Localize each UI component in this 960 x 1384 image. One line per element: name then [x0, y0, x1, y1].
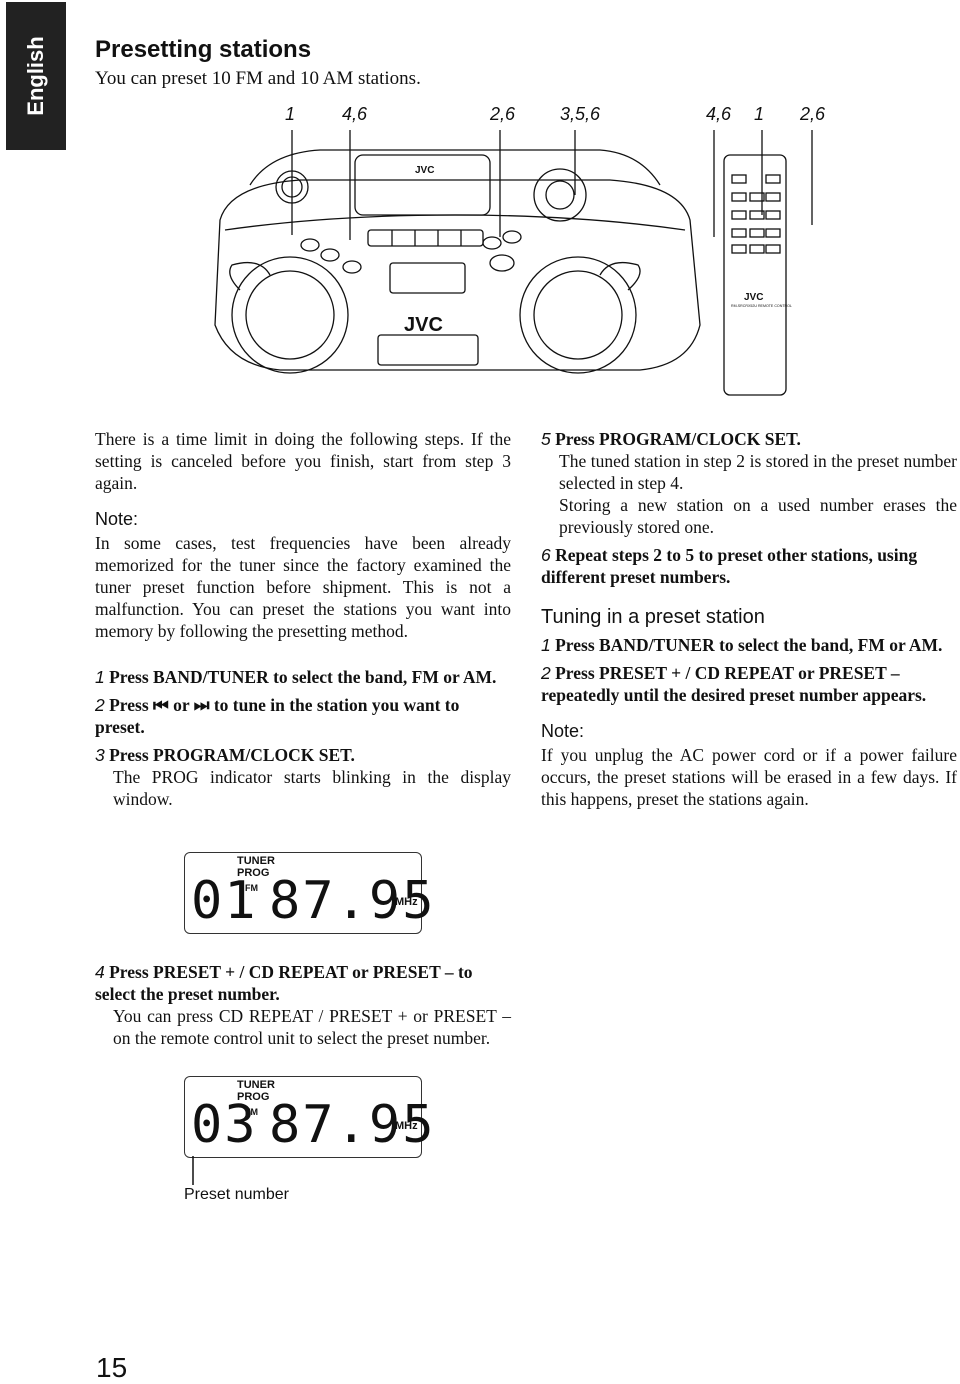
note-text: If you unplug the AC power cord or if a … — [541, 745, 957, 809]
frequency-readout: 87.95 — [269, 1095, 436, 1155]
next-icon: ⏭ — [193, 695, 210, 715]
step-detail: Storing a new station on a used number e… — [559, 495, 957, 537]
tuner-indicator: TUNER — [237, 1079, 275, 1091]
step-number: 5 — [541, 429, 551, 449]
right-column: 5 Press PROGRAM/CLOCK SET. The tuned sta… — [541, 428, 957, 810]
callout-label: 4,6 — [342, 104, 368, 124]
previous-icon: ⏮ — [153, 695, 169, 715]
step-text: Press — [109, 695, 154, 715]
tuner-indicator: TUNER — [237, 855, 275, 867]
left-column-lower: 4 Press PRESET + / CD REPEAT or PRESET –… — [95, 955, 511, 1049]
lcd-display-2: TUNER PROG FM 03 87.95 — [184, 1076, 434, 1158]
callout-label: 1 — [754, 104, 765, 124]
step-detail: The tuned station in step 2 is stored in… — [559, 451, 957, 493]
step-callouts: 1 4,6 2,6 3,5,6 4,6 1 2,6 — [0, 104, 960, 130]
band-indicator: FM — [245, 1107, 258, 1117]
step-6: 6 Repeat steps 2 to 5 to preset other st… — [541, 544, 957, 588]
preset-number-caption: Preset number — [184, 1186, 289, 1203]
step-number: 2 — [541, 663, 551, 683]
language-tab: English — [6, 2, 66, 150]
step-1: 1 Press BAND/TUNER to select the band, F… — [95, 666, 511, 688]
tune-step-2: 2 Press PRESET + / CD REPEAT or PRESET –… — [541, 662, 957, 706]
step-text: Press PROGRAM/CLOCK SET. — [109, 745, 355, 765]
step-number: 3 — [95, 745, 105, 765]
frequency-unit: MHz — [395, 896, 418, 908]
step-text: Press BAND/TUNER to select the band, FM … — [555, 635, 943, 655]
callout-label: 3,5,6 — [560, 104, 601, 124]
step-text: Press PRESET + / CD REPEAT or PRESET – t… — [95, 962, 473, 1004]
section-heading: Tuning in a preset station — [541, 606, 765, 628]
callout-label: 2,6 — [490, 104, 516, 124]
note-text: In some cases, test frequencies have bee… — [95, 533, 511, 641]
frequency-readout: 87.95 — [269, 871, 436, 931]
step-2: 2 Press ⏮ or ⏭ to tune in the station yo… — [95, 694, 511, 738]
frequency-unit: MHz — [395, 1120, 418, 1132]
prog-indicator: PROG — [237, 1091, 270, 1103]
preset-number-readout: 03 — [191, 1095, 258, 1155]
page-number: 15 — [96, 1352, 128, 1383]
lcd-display-1: TUNER PROG FM 01 87.95 — [184, 852, 434, 934]
step-number: 4 — [95, 962, 105, 982]
remote-brand: JVC — [744, 292, 763, 303]
intro-text: There is a time limit in doing the follo… — [95, 429, 511, 493]
step-detail: You can press CD REPEAT / PRESET + or PR… — [113, 1006, 511, 1048]
step-5: 5 Press PROGRAM/CLOCK SET. The tuned sta… — [541, 428, 957, 538]
tune-step-1: 1 Press BAND/TUNER to select the band, F… — [541, 634, 957, 656]
callout-label: 4,6 — [706, 104, 732, 124]
step-text: Repeat steps 2 to 5 to preset other stat… — [541, 545, 918, 587]
step-number: 2 — [95, 695, 105, 715]
cd-lid-brand: JVC — [415, 165, 434, 176]
note-heading: Note: — [541, 721, 585, 741]
step-number: 1 — [541, 635, 551, 655]
step-text: Press BAND/TUNER to select the band, FM … — [109, 667, 497, 687]
page-subtitle: You can preset 10 FM and 10 AM stations. — [95, 68, 421, 89]
step-number: 1 — [95, 667, 105, 687]
step-text: Press PRESET + / CD REPEAT or PRESET – r… — [541, 663, 927, 705]
step-text: or — [168, 695, 194, 715]
left-column: There is a time limit in doing the follo… — [95, 428, 511, 810]
prog-indicator: PROG — [237, 867, 270, 879]
band-indicator: FM — [245, 883, 258, 893]
boombox-illustration: JVC JVC JVC RM-SRCRX52U REMOTE CONTROL — [214, 130, 813, 396]
step-text: to tune in the station you want to prese… — [95, 695, 460, 737]
step-detail: The PROG indicator starts blinking in th… — [113, 767, 511, 809]
body-brand: JVC — [404, 314, 443, 336]
step-text: Press PROGRAM/CLOCK SET. — [555, 429, 801, 449]
step-3: 3 Press PROGRAM/CLOCK SET. The PROG indi… — [95, 744, 511, 810]
note-heading: Note: — [95, 509, 139, 529]
remote-label: RM-SRCRX52U REMOTE CONTROL — [731, 304, 792, 308]
preset-number-readout: 01 — [191, 871, 258, 931]
step-number: 6 — [541, 545, 551, 565]
step-4: 4 Press PRESET + / CD REPEAT or PRESET –… — [95, 961, 511, 1049]
callout-label: 2,6 — [800, 104, 826, 124]
callout-label: 1 — [285, 104, 296, 124]
page-title: Presetting stations — [95, 36, 312, 63]
